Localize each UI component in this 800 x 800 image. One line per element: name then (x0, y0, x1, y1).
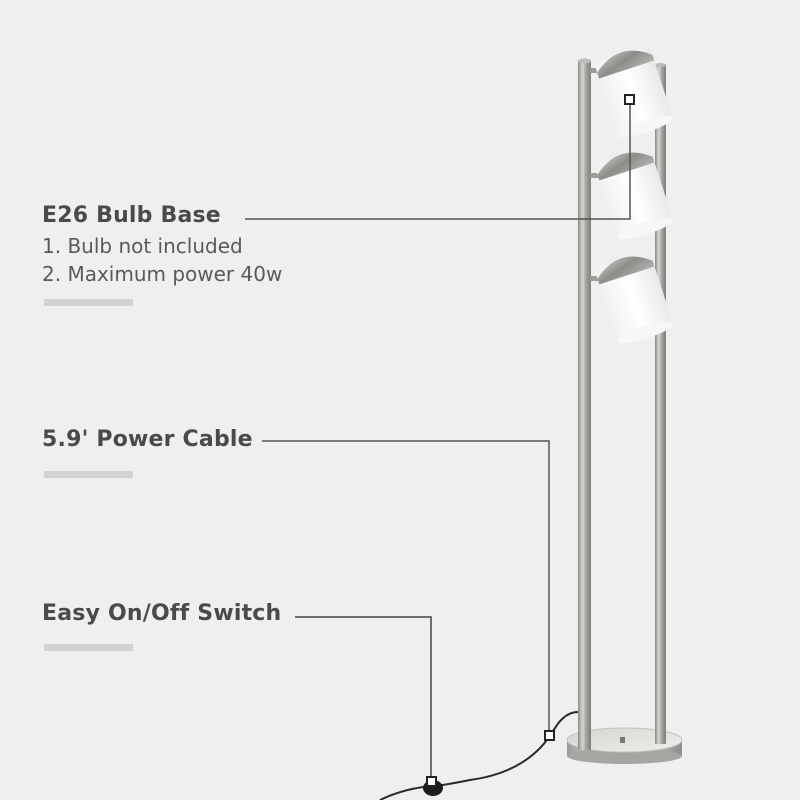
callout-switch (295, 616, 432, 779)
lamp-base (566, 727, 683, 764)
accent-bar-switch (44, 644, 133, 651)
feature-detail-bulb-not-included: 1. Bulb not included (42, 234, 243, 258)
lamp-pole-right (655, 63, 666, 744)
callout-marker-bulb (624, 94, 635, 105)
callout-bulb-base (245, 100, 631, 220)
feature-title-bulb-base: E26 Bulb Base (42, 203, 221, 228)
callout-power-cable (262, 440, 550, 735)
lamp-head-bottom (590, 252, 674, 344)
feature-detail-max-power: 2. Maximum power 40w (42, 262, 283, 286)
callout-marker-switch (426, 776, 437, 787)
accent-bar-bulb-base (44, 299, 133, 306)
lamp-head-middle (590, 148, 674, 240)
lamp-head-top (590, 46, 673, 138)
lamp-pole-left (578, 58, 591, 750)
accent-bar-power-cable (44, 471, 133, 478)
feature-title-switch: Easy On/Off Switch (42, 601, 282, 626)
power-cord (379, 711, 579, 800)
callout-marker-cable (544, 730, 555, 741)
feature-title-power-cable: 5.9' Power Cable (42, 427, 253, 452)
